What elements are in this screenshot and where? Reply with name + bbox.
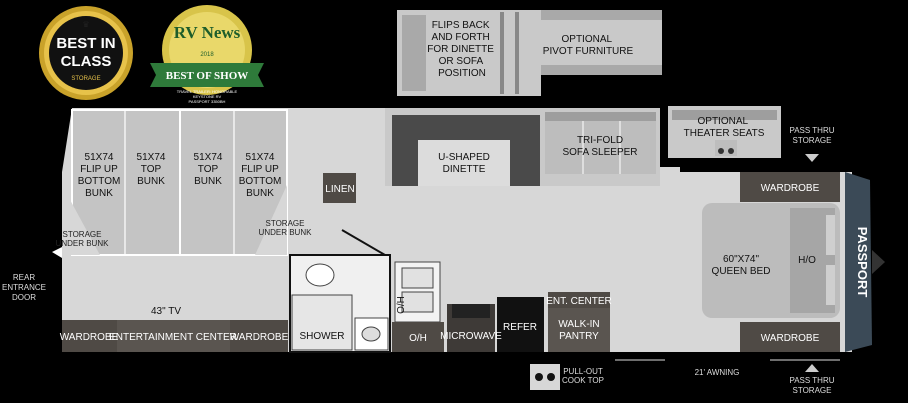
awning-label: 21' AWNING	[695, 368, 740, 377]
bunk-room	[62, 109, 288, 256]
queen-bed-label: 60"X74"QUEEN BED	[712, 254, 771, 277]
arrow-up-icon	[805, 364, 819, 372]
wardrobe-top-label: WARDROBE	[761, 183, 820, 194]
refrigerator-label: REFER	[503, 322, 537, 333]
crown-icon: ♛	[82, 20, 89, 29]
arrow-down-icon	[805, 154, 819, 162]
optional-theater-seats: OPTIONAL THEATER SEATS	[668, 106, 781, 158]
optional-pivot-furniture: FLIPS BACK AND FORTH FOR DINETTE OR SOFA…	[397, 10, 662, 96]
badge-line2: CLASS	[61, 53, 112, 70]
rv-news-caption1: TRAVEL TRAILER: HONORABLE	[177, 89, 238, 94]
rear-cabinets	[62, 320, 288, 352]
entertainment-center-label: ENTERTAINMENT CENTER	[109, 332, 237, 343]
theater-seats-label: OPTIONAL THEATER SEATS	[684, 116, 765, 139]
rv-news-caption3: PASSPORT 3350BH	[189, 99, 226, 104]
bathroom	[289, 229, 391, 353]
shower-label: SHOWER	[300, 331, 345, 342]
best-in-class-badge: ♛ BEST IN CLASS STORAGE	[39, 6, 133, 100]
rv-news-ribbon: BEST OF SHOW	[166, 70, 249, 82]
dinette-slide	[385, 108, 660, 186]
bedroom	[680, 172, 885, 352]
microwave-label: MICROWAVE	[440, 331, 502, 342]
badge-line1: BEST IN	[56, 35, 115, 52]
brand-logo: PASSPORT	[855, 227, 870, 298]
headboard-label: H/O	[798, 255, 816, 266]
pivot-furniture-label: OPTIONAL PIVOT FURNITURE	[543, 34, 634, 57]
linen-label: LINEN	[325, 184, 354, 195]
rv-news-badge: RV News 2018 BEST OF SHOW TRAVEL TRAILER…	[150, 5, 264, 104]
galley	[392, 261, 610, 352]
oh-label: O/H	[409, 333, 427, 344]
door-swing-icon	[52, 247, 62, 258]
badge-sub: STORAGE	[71, 76, 100, 82]
wardrobe-bottom-label: WARDROBE	[761, 333, 820, 344]
flip-note: FLIPS BACK AND FORTH FOR DINETTE OR SOFA…	[427, 20, 496, 79]
linen-closet	[323, 173, 356, 203]
oh-vertical-label: O/H	[396, 296, 407, 314]
ent-center-label: ENT. CENTER	[546, 296, 612, 307]
rv-news-caption2: KEYSTONE RV	[193, 94, 222, 99]
rv-news-title: RV News	[174, 23, 241, 42]
rear-wardrobe-left: WARDROBE	[60, 332, 119, 343]
rear-wardrobe-right: WARDROBE	[230, 332, 289, 343]
tv-label: 43" TV	[151, 306, 181, 317]
pull-out-cooktop	[530, 364, 560, 390]
rv-news-year: 2018	[200, 52, 214, 58]
